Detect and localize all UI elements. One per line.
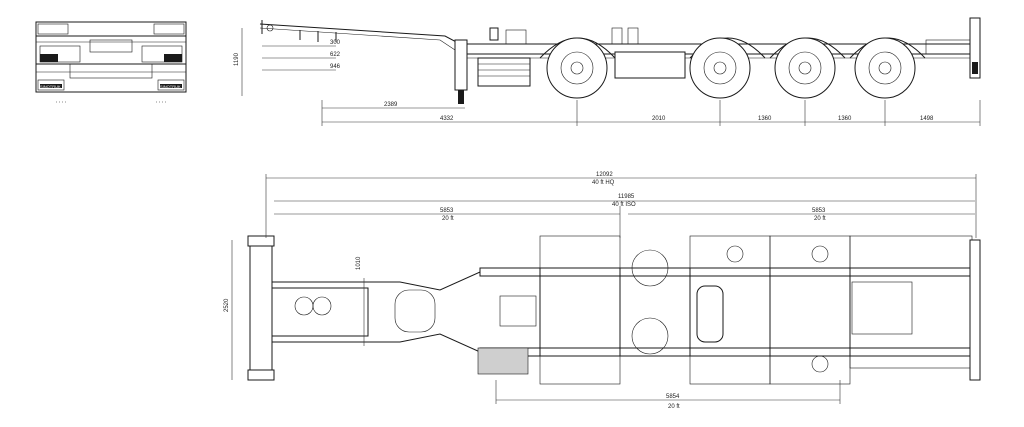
dim-overall-value: 12092 (596, 172, 613, 178)
top-view: 12092 40 ft HQ 11985 40 ft ISO 5853 20 f… (224, 172, 981, 410)
dim-front20-label: 20 ft (442, 216, 454, 222)
dim-rear-overhang: 1498 (920, 116, 934, 122)
dim-center-label: 40 ft ISO (612, 202, 636, 208)
wheel-3 (774, 37, 836, 99)
dim-neck: 1010 (356, 256, 362, 270)
dim-center-value: 11985 (618, 194, 635, 200)
dim-kingpin-axle: 4332 (440, 116, 454, 122)
dim-axle-a: 2010 (652, 116, 666, 122)
side-view: 1190 300 622 946 2389 4332 2010 1360 136… (234, 17, 981, 126)
brand-label-left: SINOTRUK (40, 84, 61, 89)
dim-kingpin-leg: 2389 (384, 102, 398, 108)
dim-front20-value: 5853 (440, 208, 454, 214)
dim-rear20-value: 5853 (812, 208, 826, 214)
wheel-2 (689, 37, 751, 99)
front-view: SINOTRUK SINOTRUK (35, 21, 187, 103)
dim-d1: 300 (330, 40, 341, 46)
dim-axle-c: 1360 (838, 116, 852, 122)
dim-rear20-label: 20 ft (814, 216, 826, 222)
dim-width: 2520 (224, 298, 230, 312)
wheel-1 (546, 37, 608, 99)
dim-height: 1190 (234, 52, 240, 66)
brand-label-right: SINOTRUK (160, 84, 181, 89)
dim-bottom20-label: 20 ft (668, 404, 680, 410)
dim-d2: 622 (330, 52, 341, 58)
dim-d3: 946 (330, 64, 341, 70)
dim-axle-b: 1360 (758, 116, 772, 122)
wheel-4 (854, 37, 916, 99)
dim-overall-label: 40 ft HQ (592, 180, 615, 186)
dim-bottom20-value: 5854 (666, 394, 680, 400)
